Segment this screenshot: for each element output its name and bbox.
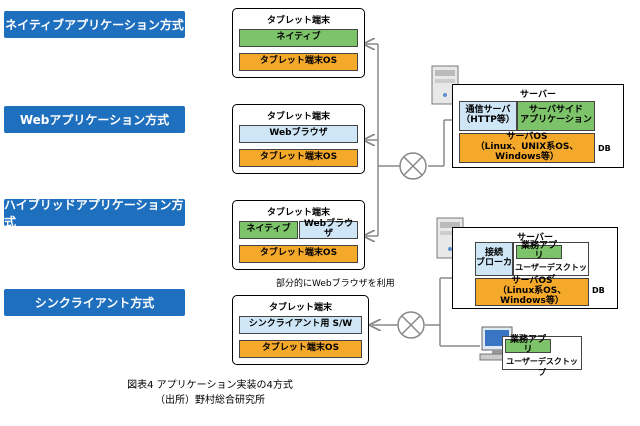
tablet-os-layer: タブレット端末OS (239, 53, 358, 71)
tablet-os-layer: タブレット端末OS (239, 149, 358, 167)
native-app-layer: ネイティブ (239, 221, 298, 239)
tablet-native: タブレット端末 ネイティブ タブレット端末OS (232, 8, 365, 78)
db-label-bottom: DB (592, 286, 605, 295)
server-box-bottom: サーバー 接続 ブローカ 業務アプリ ユーザーデスクトップ サーバOS （Lin… (452, 227, 618, 309)
figure-source: （出所）野村総合研究所 (155, 395, 265, 406)
db-label-top: DB (598, 144, 611, 153)
server-box-top: サーバー 通信サーバ （HTTP等） サーバサイド アプリケーション サーバOS… (452, 84, 624, 168)
tablet-title: タブレット端末 (266, 16, 330, 26)
method-thin-client: シンクライアント方式 (4, 289, 185, 316)
web-browser-layer: Webブラウザ (239, 125, 358, 143)
web-browser-layer: Webブラウザ (299, 219, 358, 239)
business-app-layer: 業務アプリ (516, 241, 562, 261)
native-app-layer: ネイティブ (239, 29, 358, 47)
connection-broker-layer: 接続 ブローカ (475, 242, 513, 276)
tablet-title: タブレット端末 (266, 208, 330, 218)
pc-desktop-box: 業務アプリ ユーザーデスクトップ (502, 335, 582, 377)
router-icon-1 (399, 152, 427, 180)
comm-server-layer: 通信サーバ （HTTP等） (459, 101, 517, 131)
server-title: サーバー (520, 90, 556, 100)
server-os-layer: サーバOS （Linux、UNIX系OS、Windows等） (459, 132, 595, 163)
method-hybrid: ハイブリッドアプリケーション方式 (4, 197, 185, 229)
tablet-os-layer: タブレット端末OS (239, 340, 362, 358)
tablet-title: タブレット端末 (266, 112, 330, 122)
tablet-thin-client: タブレット端末 シンクライアント用 S/W タブレット端末OS (232, 295, 369, 365)
tablet-web: タブレット端末 Webブラウザ タブレット端末OS (232, 104, 365, 174)
server-os-layer: サーバOS （Linux系OS、Windows等） (475, 276, 589, 306)
figure-caption: 図表4 アプリケーション実装の4方式 (127, 380, 293, 391)
user-desktop-label: ユーザーデスクトップ (506, 357, 578, 377)
business-app-layer: 業務アプリ (505, 335, 551, 355)
server-title: サーバー (517, 233, 553, 243)
method-native: ネイティブアプリケーション方式 (4, 11, 185, 38)
server-side-app-layer: サーバサイド アプリケーション (517, 101, 595, 131)
thin-client-sw-layer: シンクライアント用 S/W (239, 316, 362, 334)
tablet-title: タブレット端末 (268, 303, 332, 313)
desktop-box: 業務アプリ ユーザーデスクトップ (513, 241, 589, 283)
router-icon-2 (397, 311, 425, 339)
method-web: Webアプリケーション方式 (4, 106, 185, 133)
tablet-hybrid: タブレット端末 ネイティブ Webブラウザ タブレット端末OS (232, 200, 365, 270)
partial-browser-note: 部分的にWebブラウザを利用 (276, 279, 395, 289)
tablet-os-layer: タブレット端末OS (239, 245, 358, 263)
